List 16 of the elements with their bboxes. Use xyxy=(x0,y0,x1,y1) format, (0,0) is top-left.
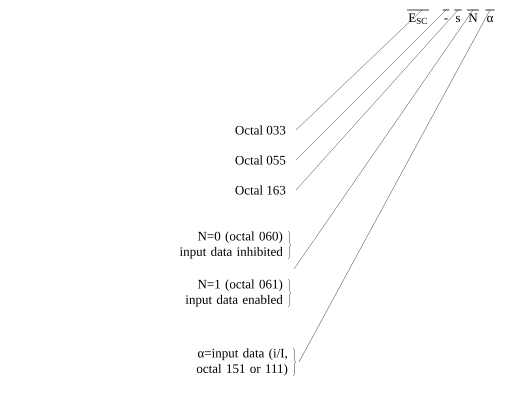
connector-line xyxy=(298,10,490,362)
code-part: - xyxy=(442,10,450,20)
code-part: s xyxy=(454,10,462,22)
connector-line xyxy=(296,10,446,160)
description-text: N=1 (octal 061) input data enabled xyxy=(186,279,283,307)
connector-line xyxy=(296,10,458,190)
description-text: α=input data (i/I, octal 151 or 111) xyxy=(196,348,288,376)
connector-line xyxy=(296,10,422,130)
description-text: Octal 163 xyxy=(235,185,286,195)
connector-line xyxy=(294,10,474,270)
description-text: N=0 (octal 060) input data inhibited xyxy=(180,231,283,259)
code-part: α xyxy=(485,10,496,22)
description-text: Octal 033 xyxy=(235,125,286,135)
code-part: E$_{SC}$ xyxy=(406,10,430,24)
code-part: N xyxy=(466,10,480,22)
description-text: Octal 055 xyxy=(235,155,286,165)
